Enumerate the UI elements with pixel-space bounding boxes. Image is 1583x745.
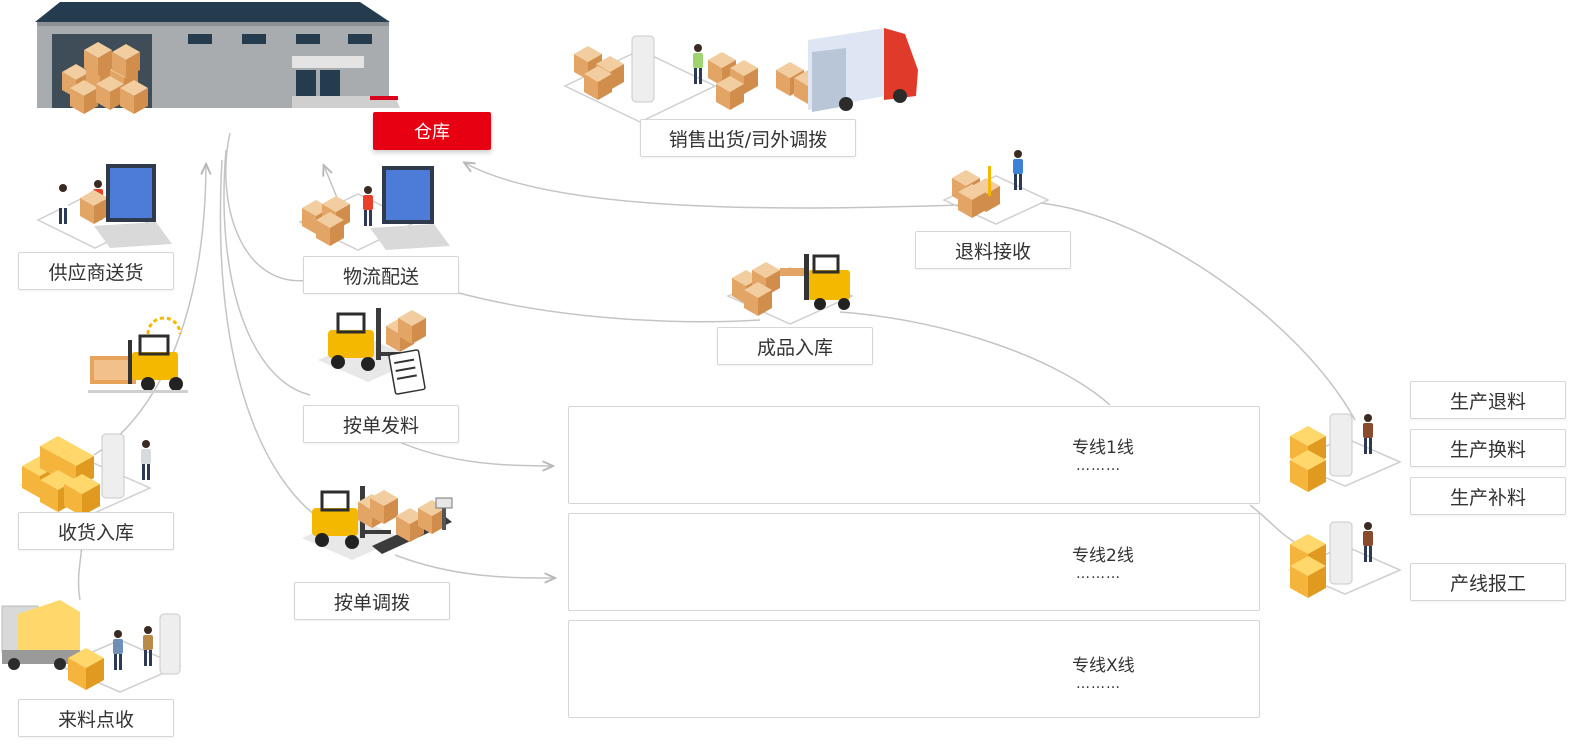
sales-shipment-label: 销售出货/司外调拨 (640, 119, 856, 157)
finished-goods-illustration (726, 254, 854, 325)
forklift-receiving-illustration (88, 316, 188, 393)
receiving-illustration (20, 433, 152, 516)
production-line-panel-1 (568, 406, 1260, 504)
production-return-label: 生产退料 (1410, 381, 1566, 419)
finished-goods-label: 成品入库 (717, 327, 873, 365)
flow-warehouse-to-transfer (219, 159, 316, 516)
return-receiving-label: 退料接收 (915, 231, 1071, 269)
production-line-name-1: 专线1线 (1072, 438, 1134, 458)
supplier-delivery-label: 供应商送货 (18, 252, 174, 290)
production-line-name-2: 专线2线 (1072, 546, 1134, 566)
transfer-by-order-illustration (300, 484, 453, 562)
production-supplement-label: 生产补料 (1410, 477, 1566, 515)
production-line-panel-3 (568, 620, 1260, 718)
production-return-illustration (1288, 413, 1402, 492)
line-report-illustration (1288, 521, 1402, 598)
production-line-dots-2: ……… (1076, 566, 1121, 582)
flow-lines (77, 132, 1356, 601)
flow-warehouse-to-logistics (225, 132, 311, 282)
flow-finished-to-lines (839, 311, 1111, 406)
issue-by-order-illustration (316, 306, 426, 395)
line-report-label: 产线报工 (1410, 563, 1566, 601)
production-replace-label: 生产换料 (1410, 429, 1566, 467)
flow-logistics-to-finished (454, 291, 761, 323)
issue-by-order-label: 按单发料 (303, 405, 459, 443)
flow-logistics-up (324, 166, 339, 201)
receiving-label: 收货入库 (18, 512, 174, 550)
flow-production-to-return (1039, 202, 1356, 421)
flow-return-to-warehouse (465, 163, 961, 209)
warehouse-building (35, 2, 400, 114)
production-line-dots-1: ……… (1076, 458, 1121, 474)
supplier-delivery-illustration (36, 164, 172, 249)
production-line-name-3: 专线X线 (1072, 656, 1135, 676)
warehouse-label: 仓库 (373, 112, 491, 150)
transfer-by-order-label: 按单调拨 (294, 582, 450, 620)
incoming-inspection-label: 来料点收 (18, 699, 174, 737)
flow-issue-to-line1 (394, 439, 552, 466)
sales-shipment-illustration (563, 28, 918, 123)
logistics-delivery-illustration (298, 166, 450, 251)
incoming-inspection-illustration (1, 600, 182, 693)
flow-transfer-to-line2 (394, 554, 554, 578)
logistics-delivery-label: 物流配送 (303, 256, 459, 294)
production-line-dots-3: ……… (1076, 676, 1121, 692)
production-line-panel-2 (568, 513, 1260, 611)
flow-warehouse-to-issue (223, 149, 311, 396)
return-receiving-illustration (942, 150, 1050, 225)
